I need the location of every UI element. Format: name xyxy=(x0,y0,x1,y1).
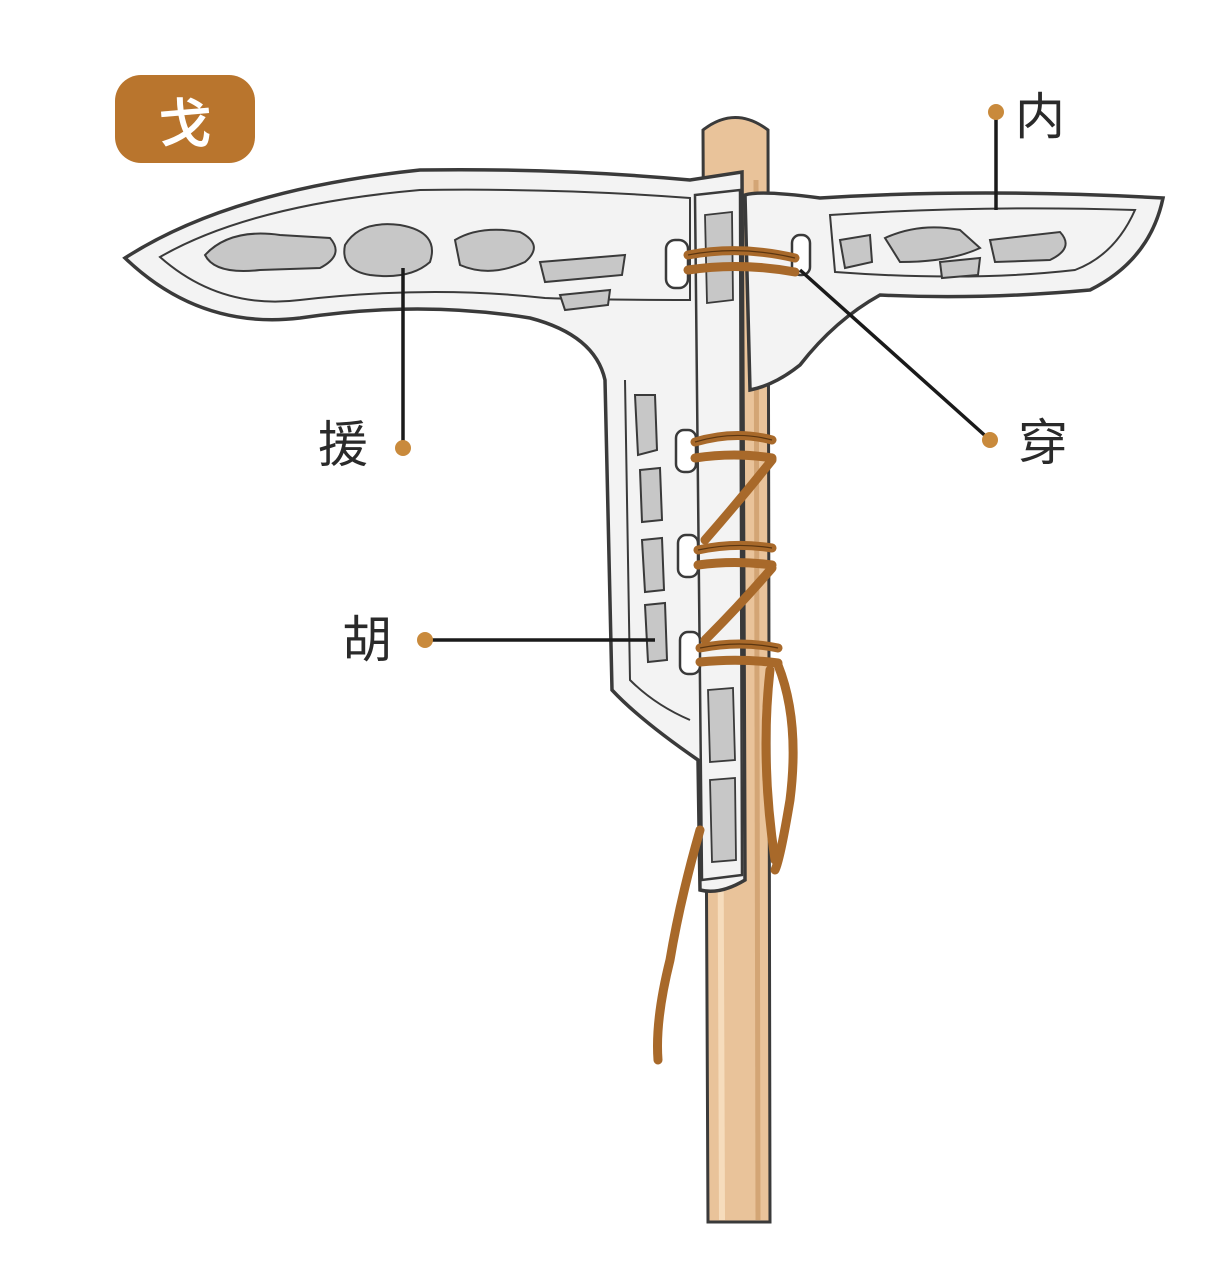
title-badge: 戈 xyxy=(115,75,255,163)
label-hu: 胡 xyxy=(342,611,392,669)
hu-pattern xyxy=(633,394,669,664)
yuan-pattern xyxy=(203,223,627,312)
ge-nei xyxy=(743,191,1166,393)
nei-pattern xyxy=(838,226,1067,280)
title-text: 戈 xyxy=(158,94,211,155)
label-nei: 内 xyxy=(1015,88,1065,146)
label-chuan: 穿 xyxy=(1018,414,1068,472)
leader-lines xyxy=(401,112,998,642)
leader-dots xyxy=(395,104,1004,648)
label-yuan: 援 xyxy=(318,416,368,474)
ge-blade xyxy=(122,167,747,893)
